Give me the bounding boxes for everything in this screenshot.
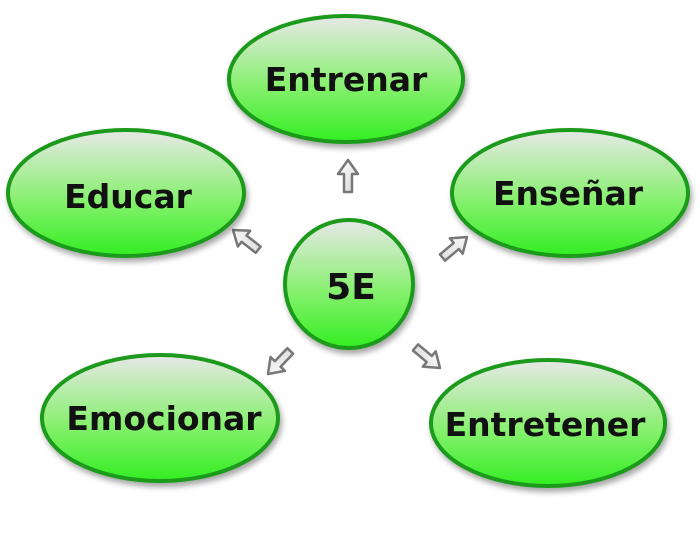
arrow-to-entrenar bbox=[336, 158, 360, 194]
center-node bbox=[283, 218, 415, 350]
node-educar bbox=[6, 128, 246, 258]
node-educar-label: Educar bbox=[64, 177, 192, 216]
node-entrenar bbox=[227, 14, 465, 144]
node-entrenar-label: Entrenar bbox=[265, 60, 428, 99]
node-ensenar bbox=[450, 128, 690, 258]
arrow-to-ensenar bbox=[434, 228, 475, 267]
arrow-to-educar bbox=[225, 220, 266, 259]
node-entretener bbox=[429, 358, 667, 488]
node-emocionar-label: Emocionar bbox=[66, 399, 262, 438]
node-entretener-label: Entretener bbox=[445, 405, 646, 444]
node-ensenar-label: Enseñar bbox=[493, 174, 644, 213]
node-emocionar bbox=[40, 353, 280, 483]
arrow-to-entretener bbox=[407, 338, 448, 377]
center-node-label: 5E bbox=[326, 267, 376, 308]
arrow-to-emocionar bbox=[259, 342, 299, 383]
